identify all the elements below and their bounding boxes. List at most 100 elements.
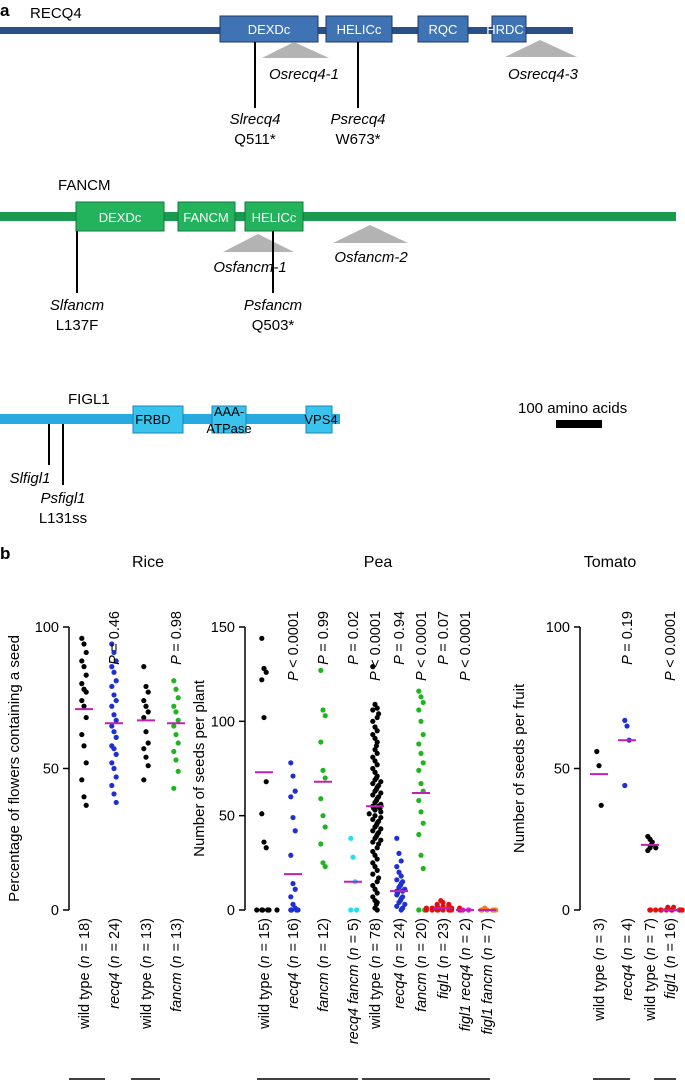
chart-title: Pea [364, 554, 393, 571]
data-point [81, 664, 87, 670]
y-tick-label: 50 [554, 762, 570, 778]
data-point [429, 907, 435, 913]
data-point [370, 848, 376, 855]
data-point [416, 831, 422, 838]
recq4-domain-hrdc-label: HRDC [486, 22, 524, 37]
data-point [83, 672, 89, 678]
y-axis-label: Percentage of flowers containing a seed [6, 635, 23, 902]
data-point [378, 826, 384, 832]
recq4-domain-helicc [325, 15, 393, 43]
data-point [109, 641, 115, 647]
data-point [141, 714, 147, 721]
category-label: wild type (n = 3) [592, 918, 608, 1022]
data-point [171, 785, 177, 791]
data-point [370, 860, 376, 866]
data-point [622, 717, 628, 723]
data-point [261, 665, 267, 672]
y-tick-label: 50 [219, 809, 235, 825]
data-point [418, 718, 424, 724]
category-label: wild type (n = 13) [139, 918, 155, 1030]
data-point [418, 852, 424, 858]
data-point [171, 723, 177, 729]
data-point [622, 782, 628, 789]
figl1-mutation-allele-2: L131ss [39, 510, 87, 527]
protein-name-recq4: RECQ4 [30, 5, 82, 22]
category-label: figl1 fancm (n = 7) [480, 918, 496, 1035]
panel-a: a RECQ4 DEXDc HELICc RQC HRDC Osrecq4-1 … [0, 1, 676, 527]
figl1-mutation-gene-2: Psfigl1 [40, 490, 85, 507]
data-point [318, 841, 324, 847]
data-point [372, 864, 378, 870]
data-point [348, 835, 354, 841]
data-point [320, 767, 326, 773]
data-point [113, 799, 119, 806]
data-point [420, 820, 426, 826]
recq4-mutation-gene-1: Slrecq4 [230, 111, 281, 128]
data-point [679, 907, 685, 913]
data-point [261, 714, 267, 721]
category-label: wild type (n = 18) [77, 918, 93, 1030]
data-point [79, 658, 85, 664]
p-value-label: P < 0.0001 [368, 611, 384, 681]
data-point [372, 747, 378, 753]
category-label: recq4 (n = 4) [620, 918, 636, 1001]
data-point [624, 723, 630, 729]
data-point [109, 703, 115, 709]
fancm-mutation-gene-1: Slfancm [50, 297, 104, 314]
data-point [274, 907, 280, 913]
category-label: recq4 (n = 24) [107, 918, 123, 1009]
data-point [372, 824, 378, 830]
data-point [292, 828, 298, 834]
category-label: recq4 fancm (n = 5) [346, 918, 362, 1044]
data-point [416, 707, 422, 713]
recq4-deletion-triangle-2 [505, 40, 577, 57]
panel-a-label: a [0, 1, 10, 20]
data-point [259, 635, 265, 641]
data-point [370, 754, 376, 760]
y-tick-label: 0 [562, 903, 570, 919]
fancm-domain-helicc [244, 201, 304, 232]
data-point [378, 779, 384, 785]
data-point [420, 699, 426, 706]
fancm-deletion-triangle-2 [333, 225, 408, 243]
data-point [372, 813, 378, 819]
recq4-protein: RECQ4 DEXDc HELICc RQC HRDC Osrecq4-1 Os… [0, 5, 579, 148]
recq4-mutation-allele-1: Q511* [234, 131, 276, 148]
data-point [374, 845, 380, 851]
data-point [254, 907, 260, 913]
data-point [372, 758, 378, 764]
data-point [370, 816, 376, 823]
data-point [173, 757, 179, 763]
data-point [370, 731, 376, 738]
data-point [295, 907, 301, 913]
recq4-domain-rqc-label: RQC [429, 22, 458, 37]
data-point [318, 667, 324, 673]
fancm-domain-helicc-label: HELICc [252, 210, 297, 225]
data-point [372, 835, 378, 841]
data-point [81, 743, 87, 749]
recq4-deletion-label-1: Osrecq4-1 [269, 66, 339, 83]
data-point [418, 809, 424, 815]
p-value-label: P < 0.0001 [458, 611, 474, 681]
p-value-label: P = 0.02 [346, 611, 362, 665]
category-label: figl1 recq4 (n = 2) [458, 918, 474, 1031]
data-point [378, 790, 384, 796]
data-point [261, 839, 267, 845]
data-point [318, 796, 324, 802]
data-point [79, 777, 85, 783]
data-point [318, 739, 324, 745]
data-point [143, 703, 149, 709]
data-point [322, 775, 328, 781]
data-point [374, 890, 380, 896]
data-point [420, 760, 426, 766]
data-point [418, 750, 424, 757]
data-point [259, 811, 265, 817]
data-point [141, 697, 147, 704]
figl1-domain-atpase-label: ATPase [206, 421, 251, 436]
data-point [175, 768, 181, 774]
data-point [394, 864, 400, 870]
data-point [645, 847, 651, 854]
data-point [396, 884, 402, 890]
data-point [374, 750, 380, 757]
